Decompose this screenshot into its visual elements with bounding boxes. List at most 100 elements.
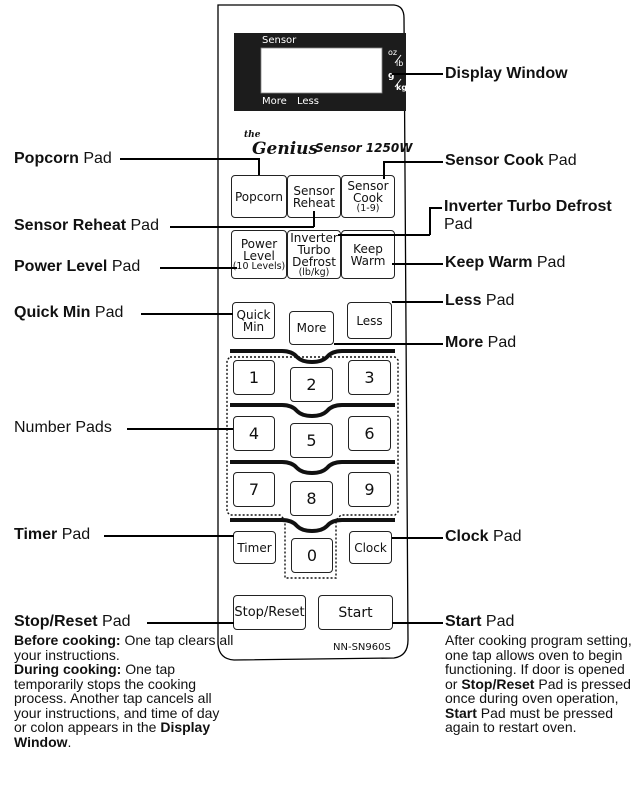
keep-warm-pad[interactable]: Keep Warm — [341, 230, 395, 279]
keep-warm-line2: Warm — [350, 253, 386, 268]
sensor-reheat-pad[interactable]: Sensor Reheat — [287, 175, 341, 218]
sensor-cook-line2: Cook — [352, 190, 383, 205]
number-pad-3[interactable]: 3 — [348, 360, 391, 395]
leader-clock — [392, 537, 443, 539]
leader-quick-min — [141, 313, 233, 315]
callout-more-bold: More — [445, 334, 484, 351]
leader-keep-warm — [392, 263, 443, 265]
oz-lb-slash — [394, 54, 402, 64]
inverter-line3: Defrost — [292, 254, 336, 269]
callout-clock-bold: Clock — [445, 528, 489, 545]
number-pad-4[interactable]: 4 — [233, 416, 275, 451]
power-level-line3: (10 Levels) — [232, 260, 286, 272]
desc-start-bold2: Start — [445, 704, 477, 721]
callout-power-level-rest: Pad — [107, 258, 141, 275]
less-pad-label: Less — [356, 313, 383, 328]
divider-2 — [230, 403, 395, 419]
callout-inverter-bold: Inverter Turbo Defrost — [444, 198, 612, 215]
leader-display-window — [392, 73, 443, 75]
desc-start-text3: Pad must be pressed again to restart ove… — [445, 704, 614, 735]
callout-quick-min-rest: Pad — [90, 304, 124, 321]
leader-number-pads — [127, 428, 233, 430]
callout-sensor-cook-rest: Pad — [543, 152, 577, 169]
number-pad-2[interactable]: 2 — [290, 367, 333, 402]
desc-display-bold: Display Window — [14, 719, 211, 750]
inverter-turbo-defrost-pad[interactable]: Inverter Turbo Defrost (lb/kg) — [287, 230, 341, 279]
callout-keep-warm: Keep Warm Pad — [445, 253, 565, 272]
leader-stop-reset — [147, 622, 234, 624]
start-pad[interactable]: Start — [318, 595, 393, 630]
leader-inverter-h — [429, 207, 442, 209]
number-pad-6[interactable]: 6 — [348, 416, 391, 451]
number-pad-1[interactable]: 1 — [233, 360, 275, 395]
display-more-label: More — [262, 96, 287, 107]
callout-sensor-cook-bold: Sensor Cook — [445, 152, 544, 169]
number-pad-4-label: 4 — [248, 423, 260, 443]
callout-timer-bold: Timer — [14, 526, 58, 543]
desc-start-text1: After cooking program setting, one tap a… — [445, 632, 632, 692]
clock-pad-label: Clock — [354, 540, 387, 555]
callout-popcorn: Popcorn Pad — [14, 149, 112, 168]
leader-sensor-cook-v — [383, 161, 385, 179]
timer-pad[interactable]: Timer — [233, 531, 276, 564]
callout-popcorn-rest: Pad — [78, 150, 112, 167]
callout-less-rest: Pad — [481, 292, 515, 309]
number-pad-7-label: 7 — [248, 479, 260, 499]
start-description: After cooking program setting, one tap a… — [445, 633, 635, 735]
number-pad-5-label: 5 — [306, 430, 317, 450]
g-kg-slash — [394, 78, 402, 88]
leader-timer — [104, 535, 234, 537]
timer-pad-label: Timer — [237, 540, 272, 555]
callout-stop-reset-bold: Stop/Reset — [14, 613, 98, 630]
callout-start-rest: Pad — [481, 613, 515, 630]
number-pad-2-label: 2 — [306, 374, 317, 394]
callout-more: More Pad — [445, 333, 516, 352]
desc-during-bold: During cooking: — [14, 661, 122, 677]
number-pad-0[interactable]: 0 — [291, 538, 333, 573]
sensor-reheat-line1: Sensor — [293, 183, 335, 198]
callout-clock: Clock Pad — [445, 527, 522, 546]
callout-clock-rest: Pad — [488, 528, 522, 545]
stop-reset-pad[interactable]: Stop/Reset — [233, 595, 306, 630]
start-pad-label: Start — [338, 604, 373, 621]
leader-sensor-cook-h — [383, 161, 443, 163]
callout-less-bold: Less — [445, 292, 482, 309]
brand-model-name: Sensor 1250W — [315, 141, 413, 155]
power-level-line1: Power — [240, 236, 278, 251]
inverter-line1: Inverter — [290, 230, 338, 245]
more-pad[interactable]: More — [289, 311, 334, 345]
number-pad-8[interactable]: 8 — [290, 481, 333, 516]
callout-keep-warm-bold: Keep Warm — [445, 254, 533, 271]
callout-power-level: Power Level Pad — [14, 257, 140, 276]
display-sensor-label: Sensor — [262, 35, 297, 46]
popcorn-pad[interactable]: Popcorn — [231, 175, 287, 218]
number-pad-5[interactable]: 5 — [290, 423, 333, 458]
leader-sensor-reheat-v — [313, 211, 315, 227]
number-pad-7[interactable]: 7 — [233, 472, 275, 507]
divider-3 — [230, 460, 395, 476]
desc-before-text: One tap clears all your instructions. — [14, 632, 234, 663]
clock-pad[interactable]: Clock — [349, 531, 392, 564]
quick-min-pad[interactable]: Quick Min — [232, 302, 275, 339]
popcorn-pad-label: Popcorn — [234, 189, 284, 204]
number-pads-outline — [226, 356, 399, 579]
leader-more — [334, 343, 443, 345]
sensor-cook-pad[interactable]: Sensor Cook (1-9) — [341, 175, 395, 218]
power-level-line2: Level — [243, 248, 275, 263]
power-level-pad[interactable]: Power Level (10 Levels) — [231, 230, 287, 279]
callout-less: Less Pad — [445, 291, 514, 310]
brand-the: the — [244, 130, 261, 140]
number-pad-3-label: 3 — [364, 367, 375, 387]
callout-power-level-bold: Power Level — [14, 258, 108, 275]
leader-popcorn-h — [120, 158, 259, 160]
divider-4 — [230, 518, 395, 534]
callout-sensor-reheat-rest: Pad — [126, 217, 159, 234]
display-g-label: g — [388, 71, 395, 81]
number-pad-9[interactable]: 9 — [348, 472, 391, 507]
callout-sensor-cook: Sensor Cook Pad — [445, 151, 577, 170]
callout-keep-warm-rest: Pad — [532, 254, 566, 271]
callout-stop-reset-rest: Pad — [97, 613, 131, 630]
less-pad[interactable]: Less — [347, 302, 392, 339]
callout-display-window: Display Window — [445, 64, 568, 83]
display-less-label: Less — [297, 96, 319, 107]
